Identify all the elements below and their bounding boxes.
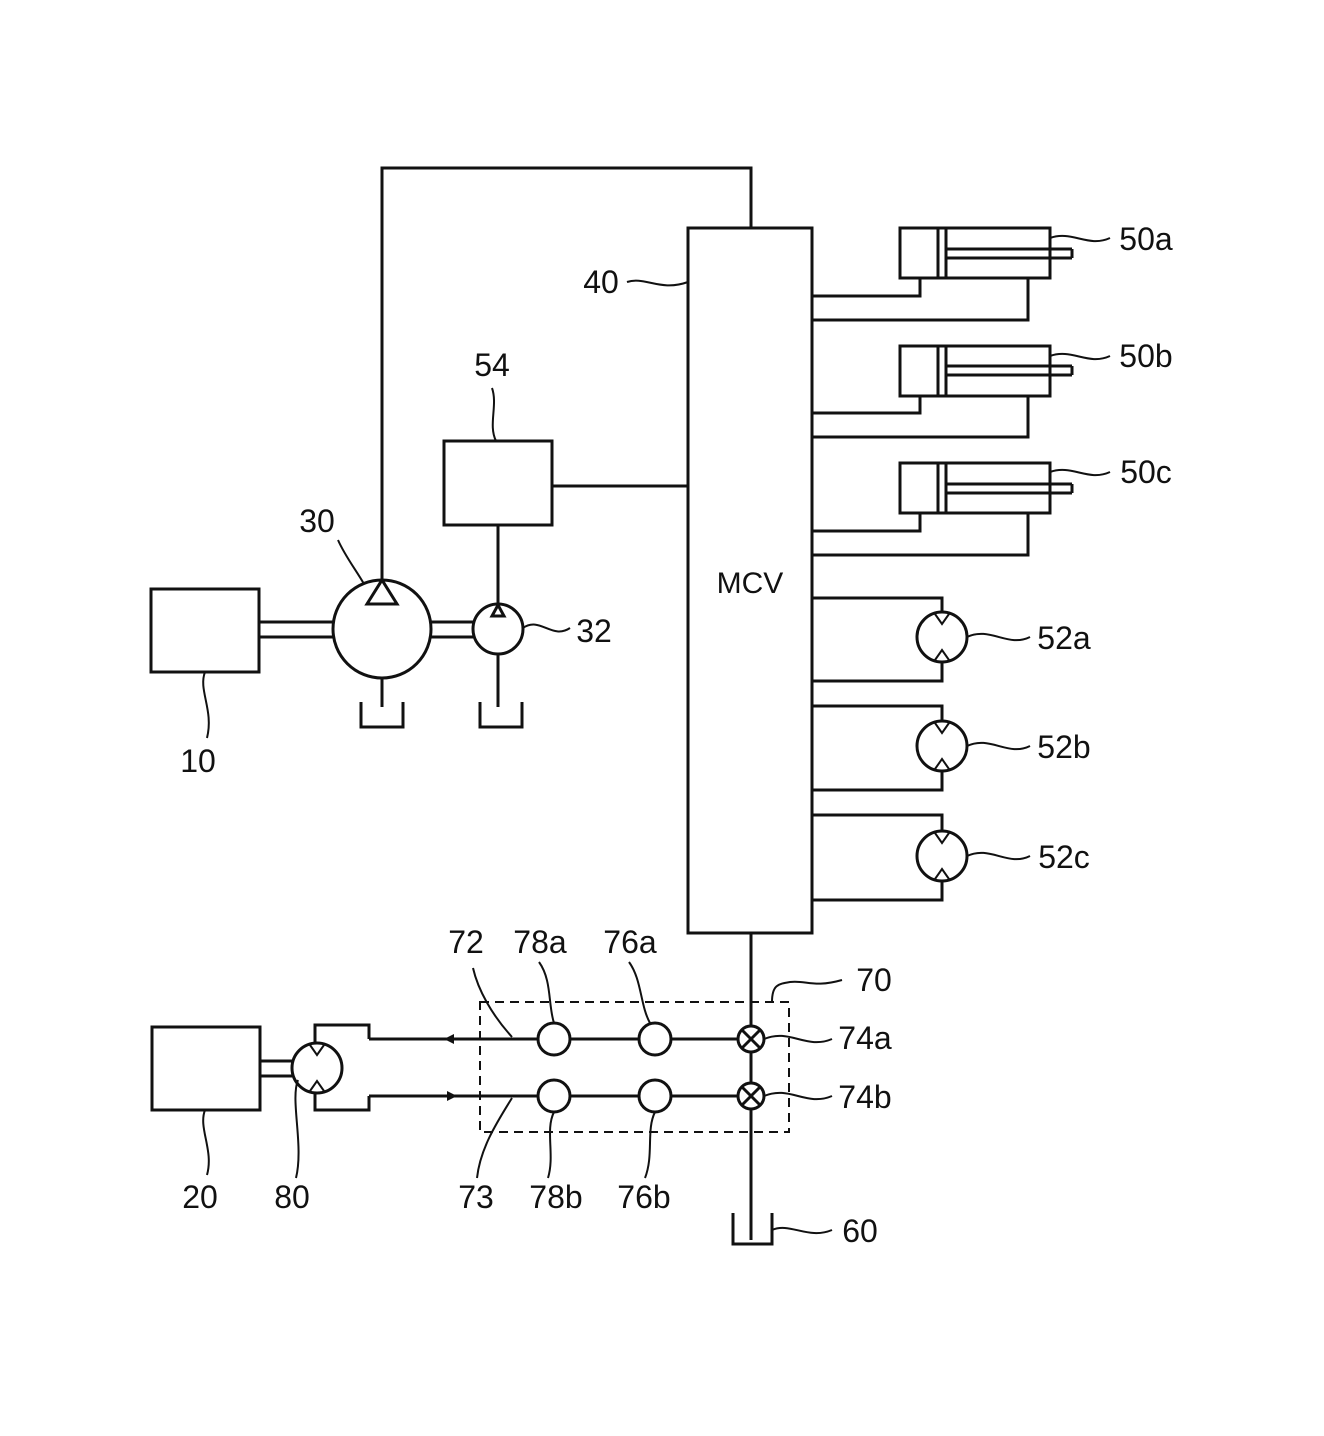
leader-76b	[645, 1112, 655, 1178]
label-72: 72	[448, 924, 484, 960]
leader-73	[477, 1098, 512, 1178]
leader-40	[627, 281, 688, 286]
leader-30	[338, 540, 364, 584]
label-74a: 74a	[838, 1020, 892, 1056]
cylinder-50b	[900, 346, 1072, 396]
leader-70	[772, 980, 842, 1002]
label-78b: 78b	[529, 1179, 582, 1215]
valve-74a	[738, 1026, 764, 1052]
leader-50b	[1050, 354, 1110, 359]
cylinder-50a	[900, 228, 1072, 278]
cylinder-50a-port-line-1	[812, 278, 920, 296]
leader-52c	[967, 853, 1030, 859]
label-70: 70	[856, 962, 892, 998]
label-32: 32	[576, 613, 612, 649]
cylinder-50c-port-line-1	[812, 513, 920, 531]
label-20: 20	[182, 1179, 218, 1215]
leader-32	[523, 625, 570, 632]
label-80: 80	[274, 1179, 310, 1215]
motor-52a-line-2	[812, 662, 942, 681]
pilot-pump-symbol	[473, 604, 523, 654]
sensor-76b	[639, 1080, 671, 1112]
label-76b: 76b	[617, 1179, 670, 1215]
label-52c: 52c	[1038, 839, 1090, 875]
sensor-78b	[538, 1080, 570, 1112]
cylinder-50b-port-line-1	[812, 396, 920, 413]
aux-source-block	[152, 1027, 260, 1110]
leader-80	[295, 1080, 298, 1178]
label-54: 54	[474, 347, 510, 383]
label-73: 73	[458, 1179, 494, 1215]
leader-78a	[539, 962, 554, 1023]
motor-52a-line-1	[812, 598, 942, 612]
motor-52c-line-2	[812, 881, 942, 900]
leader-54	[492, 388, 496, 441]
engine-block	[151, 589, 259, 672]
label-40: 40	[583, 264, 619, 300]
leader-50c	[1050, 470, 1110, 475]
leader-50a	[1050, 236, 1110, 241]
motor-52b-line-1	[812, 706, 942, 721]
controller-block	[444, 441, 552, 525]
pump-coupling-shaft	[431, 622, 473, 637]
engine-shaft	[259, 622, 334, 637]
sensor-78a	[538, 1023, 570, 1055]
leader-78b	[548, 1112, 554, 1178]
label-52b: 52b	[1037, 729, 1090, 765]
leader-72	[473, 968, 512, 1037]
label-50a: 50a	[1119, 221, 1173, 257]
motor-52c-line-1	[812, 815, 942, 831]
leader-76a	[629, 962, 650, 1023]
label-60: 60	[842, 1213, 878, 1249]
motor-52c	[917, 831, 967, 881]
unit-70-enclosure	[480, 1002, 789, 1132]
main-pump-symbol	[333, 580, 431, 678]
leader-52b	[967, 743, 1030, 749]
pilot-pump-tank-icon	[480, 702, 522, 727]
motor-52b-line-2	[812, 771, 942, 790]
leader-52a	[967, 634, 1030, 640]
aux-pump-80	[292, 1043, 342, 1093]
label-50c: 50c	[1120, 454, 1172, 490]
leader-74a	[764, 1036, 832, 1042]
leader-10	[203, 672, 209, 738]
label-76a: 76a	[603, 924, 657, 960]
label-10: 10	[180, 743, 216, 779]
label-78a: 78a	[513, 924, 567, 960]
leader-74b	[764, 1093, 832, 1099]
motor-52b	[917, 721, 967, 771]
aux-source-shaft	[260, 1061, 292, 1076]
leader-20	[203, 1110, 209, 1175]
label-52a: 52a	[1037, 620, 1091, 656]
label-50b: 50b	[1119, 338, 1172, 374]
leader-60	[772, 1228, 832, 1233]
valve-74b	[738, 1083, 764, 1109]
label-74b: 74b	[838, 1079, 891, 1115]
mcv-block-label: MCV	[717, 567, 784, 600]
label-30: 30	[299, 503, 335, 539]
motor-52a	[917, 612, 967, 662]
cylinder-50c	[900, 463, 1072, 513]
sensor-76a	[639, 1023, 671, 1055]
